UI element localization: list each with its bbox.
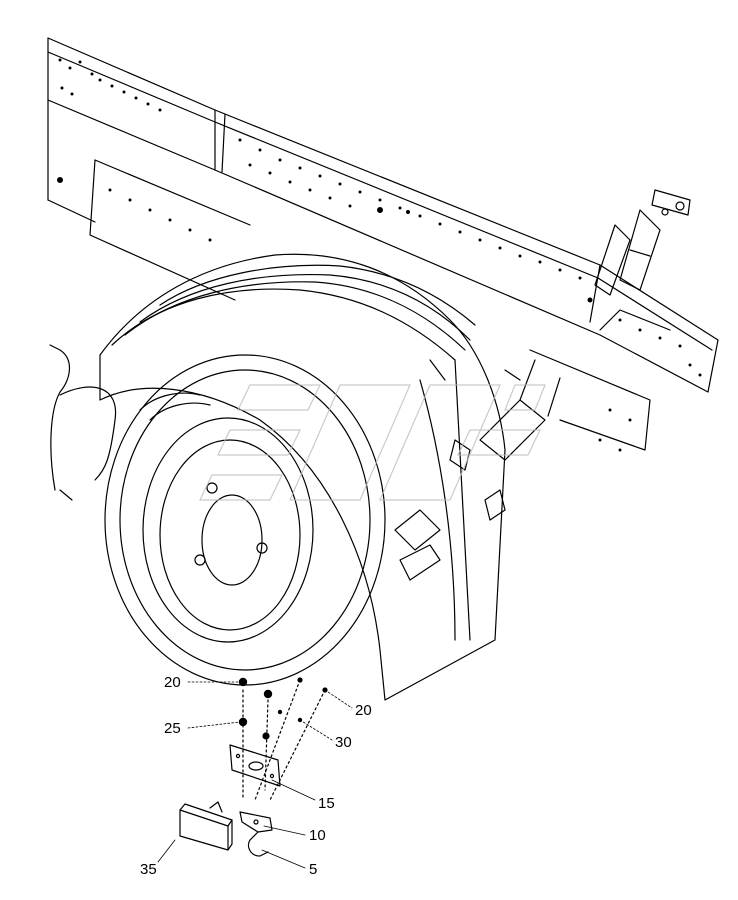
- reflector-assembly: [179, 679, 326, 857]
- callout-15: 15: [318, 795, 335, 812]
- callout-10: 10: [309, 827, 326, 844]
- fender: [99, 253, 506, 701]
- frame-rail: [47, 37, 719, 393]
- callout-35: 35: [140, 861, 157, 878]
- watermark-logo: [199, 384, 546, 501]
- inner-fender-edge: [49, 344, 117, 501]
- frame-holes: [57, 58, 702, 452]
- wheel: [104, 354, 386, 686]
- callout-20-right: 20: [355, 702, 372, 719]
- lower-frame-member: [47, 159, 671, 451]
- callout-5: 5: [309, 861, 318, 878]
- callout-leaders: [157, 681, 353, 869]
- hardware-dots: [238, 677, 328, 740]
- fender-brackets: [394, 359, 561, 581]
- callout-25: 25: [164, 720, 181, 737]
- rear-bracket: [594, 189, 691, 296]
- callout-20-left: 20: [164, 674, 181, 691]
- callout-30: 30: [335, 734, 352, 751]
